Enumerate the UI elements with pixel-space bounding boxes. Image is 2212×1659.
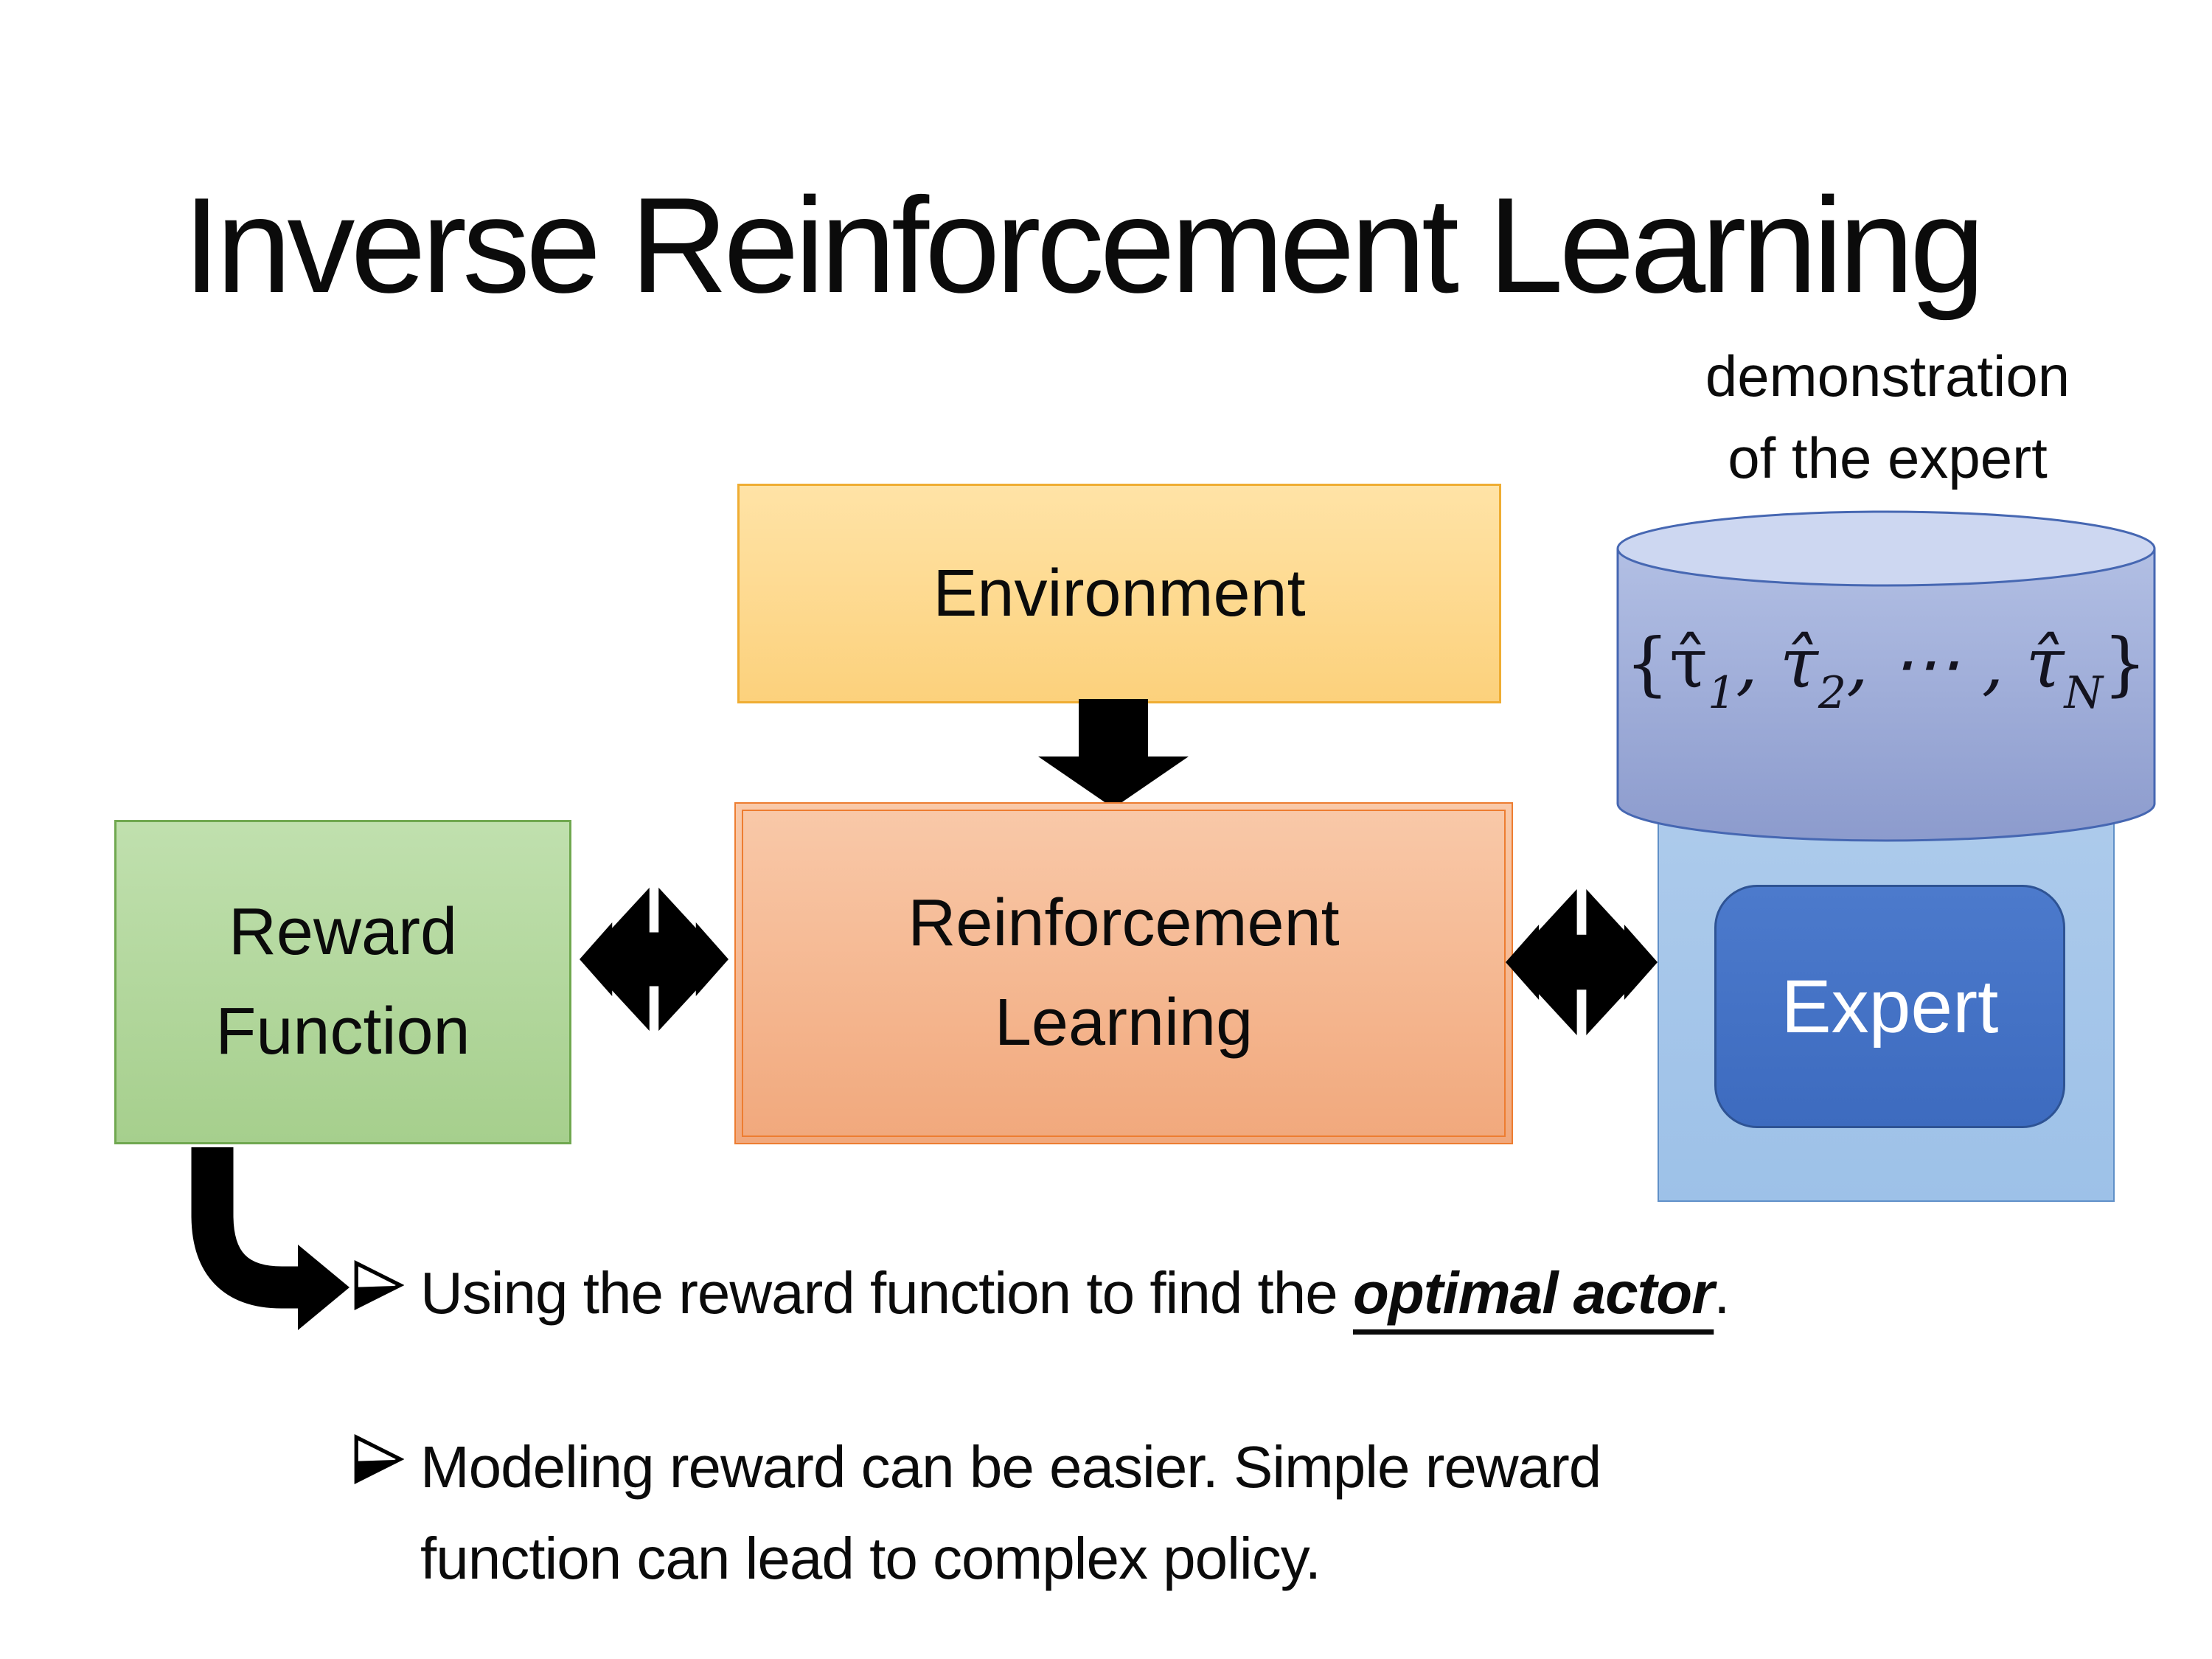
demonstration-label-line2: of the expert <box>1728 425 2048 490</box>
formula-sub: N <box>2064 667 2104 719</box>
bullet-text-emphasis: optimal actor <box>1352 1260 1714 1326</box>
double-arrow-icon <box>580 881 728 1037</box>
formula-sub: 1 <box>1707 667 1736 719</box>
formula-part: , τ̂ <box>1736 624 1818 704</box>
elbow-arrow-icon <box>191 1147 349 1330</box>
bullet-text: Using the reward function to find the op… <box>420 1248 1731 1339</box>
bullet-item-optimal-actor: Using the reward function to find the op… <box>352 1248 1731 1339</box>
bullet-arrow-icon <box>354 1260 404 1310</box>
double-arrow-icon <box>1506 883 1658 1042</box>
formula-part: } <box>2103 624 2147 704</box>
reward-function-label-line1: Reward <box>228 895 458 969</box>
demonstration-label: demonstration of the expert <box>1593 335 2183 499</box>
trajectory-set-formula: {τ̂1, τ̂2, ⋯ , τ̂N} <box>1615 624 2157 715</box>
demonstration-label-line1: demonstration <box>1705 344 2070 408</box>
reinforcement-learning-box: Reinforcement Learning <box>734 802 1513 1144</box>
rl-label-line1: Reinforcement <box>908 886 1340 960</box>
environment-box: Environment <box>737 484 1501 703</box>
rl-label-line2: Learning <box>994 986 1253 1060</box>
bullet-text-line1: Modeling reward can be easier. Simple re… <box>420 1434 1601 1500</box>
bullet-item-modeling-reward: Modeling reward can be easier. Simple re… <box>352 1422 1601 1604</box>
environment-label: Environment <box>933 556 1306 630</box>
bullet-text-suffix: . <box>1714 1260 1730 1326</box>
database-cylinder <box>1616 510 2156 842</box>
reward-function-label-line2: Function <box>215 995 470 1068</box>
formula-part: , ⋯ , τ̂ <box>1846 624 2065 704</box>
bullet-text-line2: function can lead to complex policy. <box>420 1526 1321 1591</box>
reward-function-box: Reward Function <box>114 820 571 1144</box>
bullet-arrow-icon <box>354 1434 404 1484</box>
down-arrow-icon <box>1038 699 1189 808</box>
page-title: Inverse Reinforcement Learning <box>183 169 1985 321</box>
formula-sub: 2 <box>1818 667 1847 719</box>
expert-box: Expert <box>1714 885 2065 1128</box>
expert-label: Expert <box>1781 964 1999 1048</box>
formula-part: {τ̂ <box>1625 624 1708 704</box>
bullet-text: Modeling reward can be easier. Simple re… <box>420 1422 1601 1604</box>
bullet-text-prefix: Using the reward function to find the <box>420 1260 1353 1326</box>
